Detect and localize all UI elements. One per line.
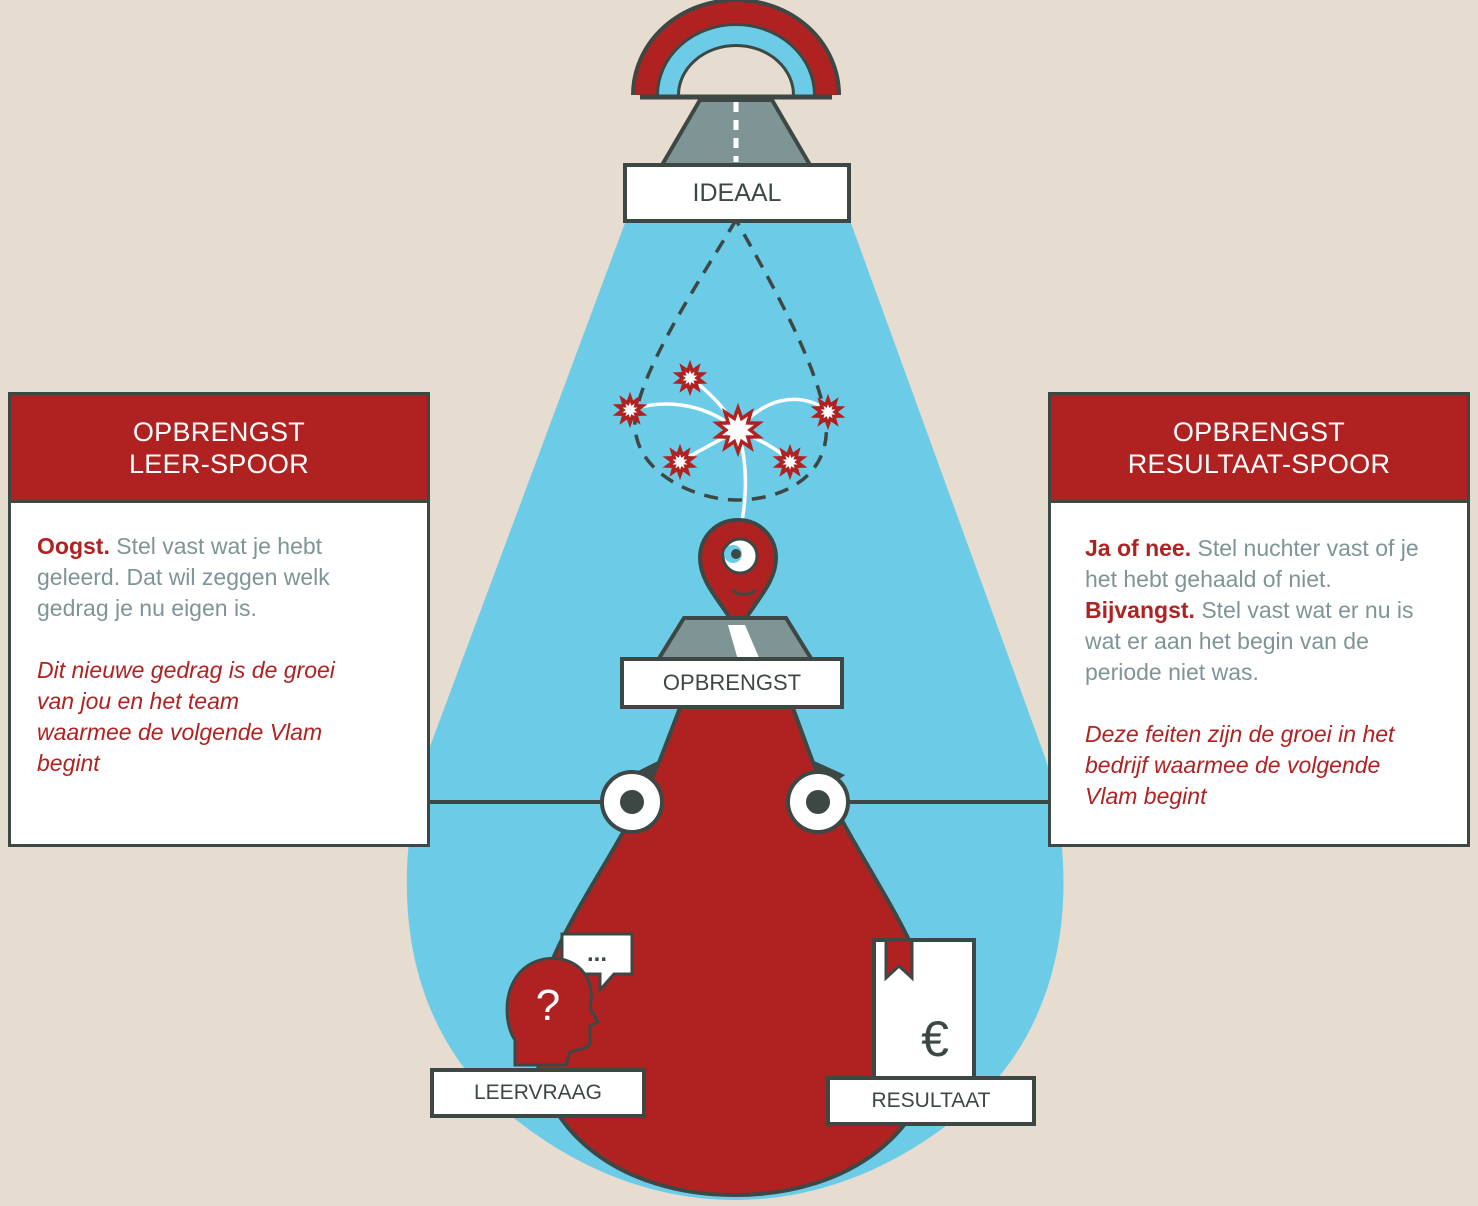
resultaat-spoor-panel: OPBRENGST RESULTAAT-SPOOR Ja of nee. Ste… xyxy=(1048,392,1470,847)
speech-bubble-icon: ... xyxy=(560,932,634,994)
opbrengst-label: OPBRENGST xyxy=(620,657,844,709)
leer-spoor-body: Oogst. Stel vast wat je hebt geleerd. Da… xyxy=(11,503,363,779)
leer-spoor-header: OPBRENGST LEER-SPOOR xyxy=(11,395,427,503)
head-question-icon: ? xyxy=(505,956,601,1067)
panel-title-line2: RESULTAAT-SPOOR xyxy=(1127,448,1391,479)
spark-icon xyxy=(662,443,698,481)
lead-ja-of-nee: Ja of nee. xyxy=(1085,535,1192,561)
rainbow-icon xyxy=(631,0,841,100)
resultaat-spoor-italic: Deze feiten zijn de groei in het bedrijf… xyxy=(1085,721,1395,809)
opbrengst-pedestal xyxy=(654,616,816,662)
resultaat-spoor-body: Ja of nee. Stel nuchter vast of je het h… xyxy=(1051,503,1463,812)
ideaal-label: IDEAAL xyxy=(623,163,851,223)
panel-title-line1: OPBRENGST xyxy=(132,416,306,447)
lead-bijvangst: Bijvangst. xyxy=(1085,597,1195,623)
resultaat-spoor-header: OPBRENGST RESULTAAT-SPOOR xyxy=(1051,395,1467,503)
spark-icon xyxy=(672,359,708,397)
spark-icon xyxy=(772,443,808,481)
question-mark: ? xyxy=(536,981,560,1030)
leervraag-label: LEERVRAAG xyxy=(430,1068,646,1118)
spark-icon xyxy=(612,391,648,429)
leervraag-label-text: LEERVRAAG xyxy=(474,1081,602,1104)
resultaat-label-text: RESULTAAT xyxy=(871,1089,991,1112)
road-icon xyxy=(658,98,814,167)
resultaat-text1: Stel nuchter vast of je het hebt gehaald… xyxy=(1085,535,1419,592)
dashed-trajectory xyxy=(633,219,829,502)
leer-spoor-text: Stel vast wat je hebt geleerd. Dat wil z… xyxy=(37,533,330,621)
leer-spoor-paragraph: Oogst. Stel vast wat je hebt geleerd. Da… xyxy=(37,531,337,624)
speech-dots: ... xyxy=(587,940,607,967)
lead-oogst: Oogst. xyxy=(37,533,110,559)
leer-spoor-italic: Dit nieuwe gedrag is de groei van jou en… xyxy=(37,657,335,776)
euro-sign: € xyxy=(921,1011,949,1067)
leer-spoor-panel: OPBRENGST LEER-SPOOR Oogst. Stel vast wa… xyxy=(8,392,430,847)
spark-icon xyxy=(810,393,846,431)
opbrengst-label-text: OPBRENGST xyxy=(662,670,802,695)
resultaat-text2: Stel vast wat er nu is wat er aan het be… xyxy=(1085,597,1414,685)
panel-title-line2: LEER-SPOOR xyxy=(128,448,310,479)
resultaat-label: RESULTAAT xyxy=(826,1076,1036,1126)
spark-icon xyxy=(712,402,764,458)
location-pin-icon xyxy=(697,517,779,637)
panel-title-line1: OPBRENGST xyxy=(1172,416,1346,447)
resultaat-spoor-paragraph: Ja of nee. Stel nuchter vast of je het h… xyxy=(1085,533,1437,688)
sparks-group xyxy=(612,359,846,481)
document-euro-icon: € xyxy=(872,938,976,1082)
right-joint-icon xyxy=(786,760,850,834)
left-joint-icon xyxy=(600,760,664,834)
ideaal-label-text: IDEAAL xyxy=(692,178,782,207)
